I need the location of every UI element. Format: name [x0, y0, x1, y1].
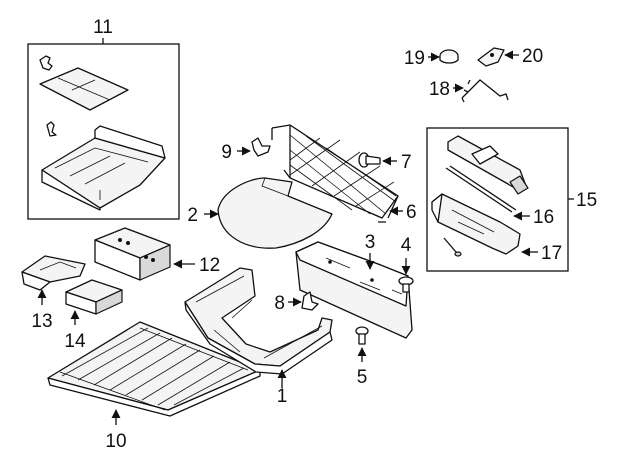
callout-13: 13 — [31, 311, 52, 332]
part-19-cap — [439, 49, 459, 64]
clip-icon — [39, 55, 53, 71]
part-12 — [94, 227, 171, 281]
callout-20: 20 — [522, 46, 543, 67]
callout-12: 12 — [199, 255, 220, 276]
bracket-icon — [46, 121, 57, 137]
part-14 — [65, 279, 123, 315]
callout-17: 17 — [541, 243, 562, 264]
part-3-trim — [295, 241, 413, 339]
part-18-rod — [461, 79, 509, 103]
part-5-pin — [355, 326, 369, 345]
kit-box-15 — [426, 127, 574, 272]
kit-box-11 — [27, 38, 180, 220]
callout-14: 14 — [64, 331, 86, 352]
callout-8: 8 — [274, 293, 285, 314]
callout-6: 6 — [406, 202, 417, 223]
callout-11: 11 — [93, 17, 113, 38]
callout-19: 19 — [404, 48, 425, 69]
part-9-hook — [251, 137, 271, 157]
callout-4: 4 — [401, 235, 412, 256]
part-8-clip — [301, 291, 319, 311]
part-7-pin — [358, 152, 381, 168]
callout-3: 3 — [365, 232, 376, 253]
part-4-pin — [398, 276, 414, 293]
part-13 — [21, 255, 86, 291]
callout-15: 15 — [576, 190, 597, 211]
callout-1: 1 — [277, 386, 288, 407]
callout-18: 18 — [429, 79, 450, 100]
part-1-frame — [184, 267, 333, 375]
part-2-cover — [217, 177, 333, 249]
callout-9: 9 — [221, 142, 232, 163]
callout-2: 2 — [187, 205, 198, 226]
callout-7: 7 — [401, 152, 412, 173]
callout-10: 10 — [105, 431, 126, 452]
part-20 — [477, 47, 505, 67]
callout-16: 16 — [533, 207, 554, 228]
callout-5: 5 — [357, 367, 368, 388]
